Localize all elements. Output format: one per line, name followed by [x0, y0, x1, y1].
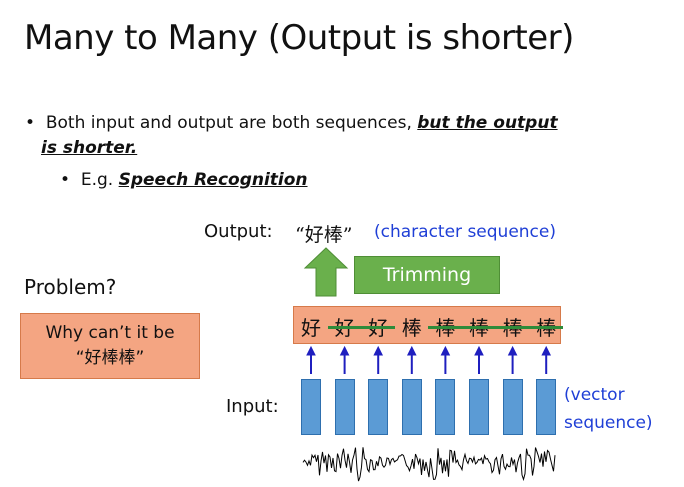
output-note: (character sequence) — [374, 222, 556, 242]
strike-line — [428, 326, 463, 329]
strike-line — [327, 326, 362, 329]
vector-note-line-2: sequence) — [564, 413, 653, 433]
blue-arrows — [306, 345, 552, 374]
bullet-2: • E.g. Speech Recognition — [60, 170, 308, 190]
strike-line — [361, 326, 396, 329]
input-vector — [301, 379, 321, 435]
arrow-head-icon — [507, 345, 518, 356]
input-vector — [401, 379, 422, 435]
problem-label: Problem? — [24, 275, 117, 299]
input-vector — [435, 379, 456, 435]
character-cell: 棒 — [401, 316, 422, 340]
character-sequence-box — [293, 306, 561, 344]
slide-title: Many to Many (Output is shorter) — [24, 18, 574, 58]
strike-line — [495, 326, 530, 329]
vector-note: (vector sequence) — [564, 381, 653, 437]
why-line-2: “好棒棒” — [75, 348, 145, 368]
arrow-head-icon — [406, 345, 417, 356]
arrow-head-icon — [373, 345, 384, 356]
arrow-head-icon — [339, 345, 350, 356]
arrow-head-icon — [541, 345, 552, 356]
up-arrow-icon — [303, 247, 349, 297]
bullet-1: • Both input and output are both sequenc… — [25, 113, 558, 133]
bullet-dot: • — [25, 113, 46, 133]
input-vector — [334, 379, 355, 435]
input-label: Input: — [226, 396, 279, 417]
vector-note-line-1: (vector — [564, 385, 625, 405]
bullet-2-prefix: E.g. — [80, 170, 119, 190]
bullet-1-emphasis: but the output — [417, 113, 558, 133]
strike-line — [462, 326, 496, 329]
strike-line — [529, 326, 564, 329]
why-box: Why can’t it be “好棒棒” — [20, 313, 200, 379]
character-cell: 好 — [301, 316, 321, 340]
arrow-head-icon — [474, 345, 484, 356]
input-vector — [536, 379, 557, 435]
bullet-1-emphasis-2: is shorter. — [41, 138, 138, 158]
bullet-2-emphasis: Speech Recognition — [118, 170, 308, 190]
trimming-box: Trimming — [354, 256, 500, 294]
bullet-dot: • — [60, 170, 81, 190]
why-line-1: Why can’t it be — [45, 323, 175, 343]
input-vector — [502, 379, 523, 435]
input-vector — [368, 379, 389, 435]
arrow-head-icon — [306, 345, 316, 356]
output-value: “好棒” — [295, 224, 353, 246]
bullet-1-continuation: is shorter. — [41, 138, 137, 158]
input-vector — [469, 379, 489, 435]
waveform-icon — [302, 447, 556, 482]
output-label: Output: — [204, 221, 273, 242]
bullet-1-text: Both input and output are both sequences… — [45, 113, 418, 133]
arrow-head-icon — [440, 345, 451, 356]
